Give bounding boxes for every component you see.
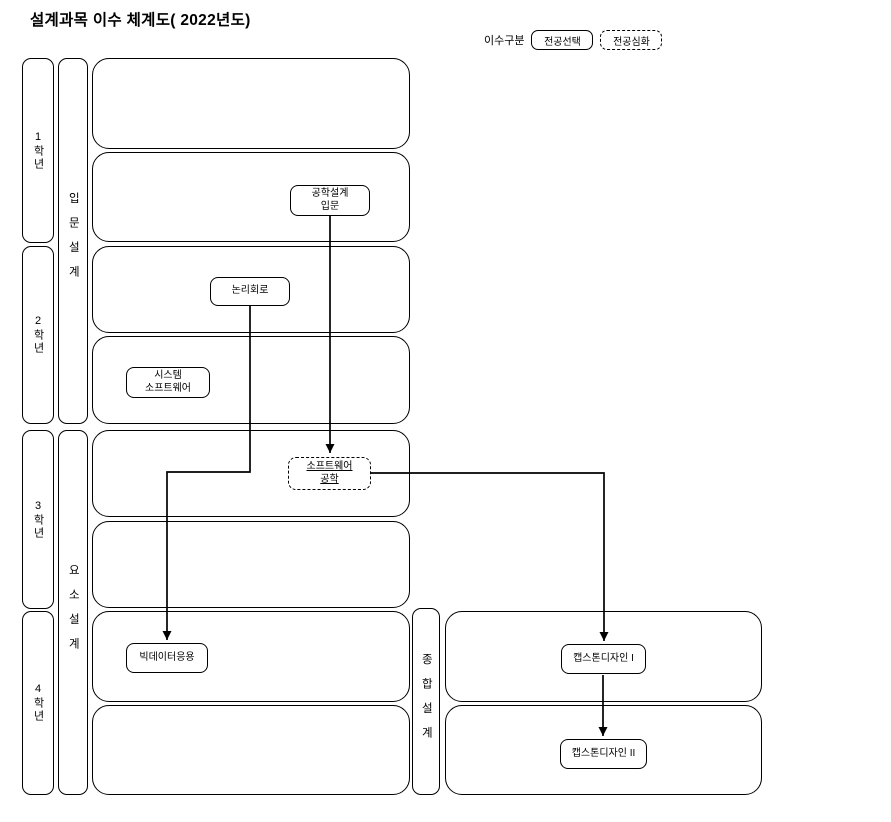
course-system-software-label: 시스템 소프트웨어 — [145, 370, 191, 394]
course-bigdata-applications[interactable]: 빅데이터응용 — [126, 643, 208, 673]
slot-year4-sem2 — [92, 705, 410, 795]
course-capstone-design-2[interactable]: 캡스톤디자인 II — [560, 739, 647, 769]
grade-row-year4-label: 4학년 — [32, 683, 45, 723]
course-logic-circuits[interactable]: 논리회로 — [210, 277, 290, 306]
course-bigdata-applications-label: 빅데이터응용 — [139, 651, 195, 663]
grade-row-year4: 4학년 — [22, 611, 54, 795]
course-capstone-design-1[interactable]: 캡스톤디자인 I — [561, 644, 646, 674]
course-software-engineering-label: 소프트웨어 공학 — [306, 461, 353, 485]
grade-row-year1: 1학년 — [22, 58, 54, 243]
slot-year1-sem1 — [92, 58, 410, 149]
phase-comprehensive-design: 종합설계 — [412, 608, 440, 795]
phase-introductory-design-label: 입문설계 — [67, 192, 80, 290]
course-capstone-design-1-label: 캡스톤디자인 I — [573, 652, 634, 664]
legend-item-major-advanced: 전공심화 — [600, 30, 663, 50]
grade-row-year1-label: 1학년 — [32, 130, 45, 171]
phase-element-design-label: 요소설계 — [67, 563, 80, 662]
course-logic-circuits-label: 논리회로 — [231, 285, 269, 297]
legend-label: 이수구분 — [484, 35, 525, 47]
legend-item-major-elective: 전공선택 — [531, 30, 594, 50]
grade-row-year3: 3학년 — [22, 430, 54, 609]
course-capstone-design-2-label: 캡스톤디자인 II — [571, 747, 636, 759]
page-title: 설계과목 이수 체계도( 2022년도) — [30, 12, 251, 29]
phase-element-design: 요소설계 — [58, 430, 88, 795]
phase-introductory-design: 입문설계 — [58, 58, 88, 424]
course-intro-engineering-design-label: 공학설계 입문 — [311, 188, 349, 212]
grade-row-year2: 2학년 — [22, 246, 54, 424]
legend: 이수구분 전공선택 전공심화 — [484, 30, 663, 50]
course-software-engineering[interactable]: 소프트웨어 공학 — [288, 457, 371, 490]
course-system-software[interactable]: 시스템 소프트웨어 — [126, 367, 210, 398]
grade-row-year2-label: 2학년 — [32, 315, 45, 355]
phase-comprehensive-design-label: 종합설계 — [420, 652, 433, 751]
course-intro-engineering-design[interactable]: 공학설계 입문 — [290, 185, 370, 216]
grade-row-year3-label: 3학년 — [32, 499, 45, 540]
slot-year3-sem2 — [92, 521, 410, 608]
